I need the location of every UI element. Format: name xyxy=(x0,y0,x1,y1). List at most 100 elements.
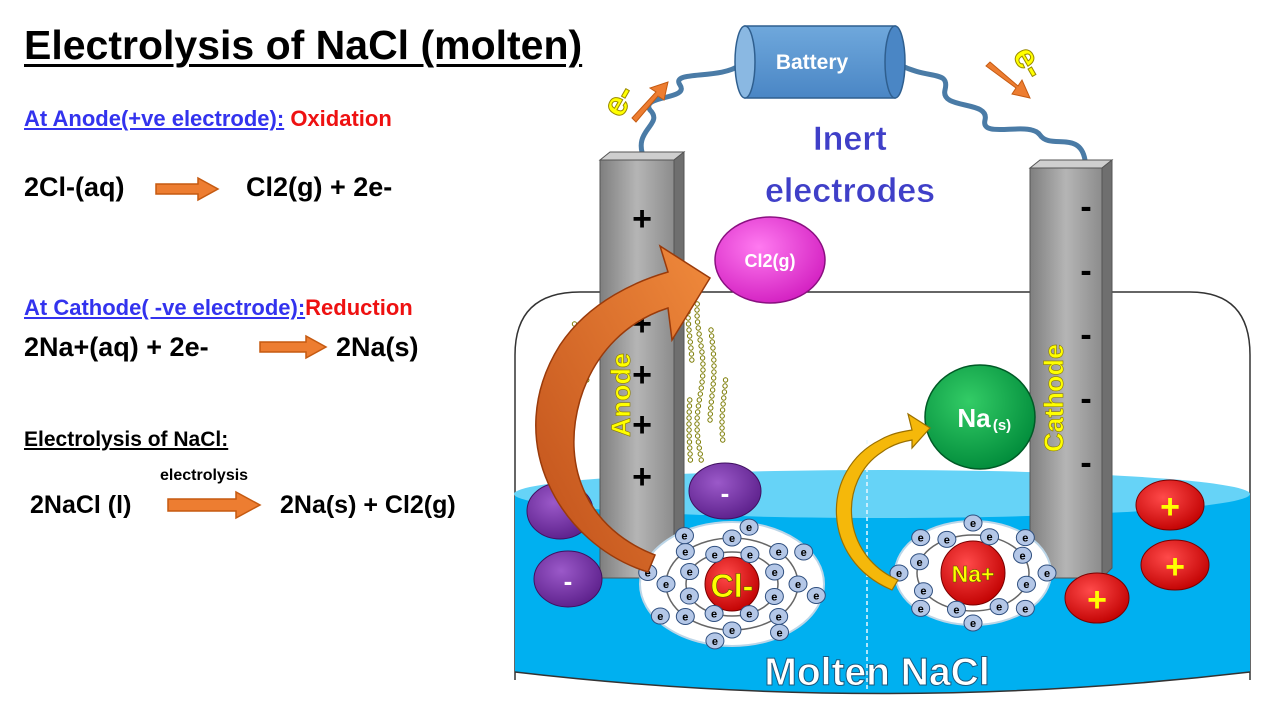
electron-icon: e xyxy=(650,607,670,625)
cathode-sign: - xyxy=(1080,188,1091,226)
gas-bubble xyxy=(709,393,715,399)
gas-bubble xyxy=(686,433,692,439)
electron-icon: e xyxy=(770,623,790,641)
gas-bubble xyxy=(720,437,726,443)
molten-nacl-label: Molten NaCl xyxy=(764,651,989,694)
battery: Battery xyxy=(734,25,906,99)
inert-electrodes-line2: electrodes xyxy=(765,172,935,210)
electron-icon: e xyxy=(910,553,930,571)
cation-sodium: + xyxy=(1135,479,1205,531)
electron-left-arrow-icon xyxy=(631,81,669,123)
anode-equation-right: Cl2(g) + 2e- xyxy=(246,172,393,202)
gas-bubble xyxy=(687,451,693,457)
anode-sign: + xyxy=(632,356,652,394)
gas-bubble xyxy=(722,383,728,389)
electron-right-label: e- xyxy=(1005,40,1053,85)
page-title: Electrolysis of NaCl (molten) xyxy=(24,22,583,68)
svg-text:e: e xyxy=(686,591,692,603)
gas-bubble xyxy=(711,363,717,369)
cathode-heading: At Cathode( -ve electrode):Reduction xyxy=(24,295,413,321)
gas-bubble xyxy=(710,345,716,351)
svg-text:e: e xyxy=(747,550,753,562)
electron-icon: e xyxy=(989,598,1009,616)
gas-bubble xyxy=(710,351,717,357)
gas-bubble xyxy=(694,307,700,313)
electron-icon: e xyxy=(656,575,676,593)
gas-bubble xyxy=(694,409,701,415)
overall-equation-left: 2NaCl (l) xyxy=(30,491,132,519)
gas-bubble xyxy=(696,445,702,451)
anion-sign: - xyxy=(564,566,573,596)
svg-text:e: e xyxy=(918,603,924,615)
cation-sign: + xyxy=(1087,581,1107,619)
svg-text:e: e xyxy=(712,636,718,648)
gas-bubble xyxy=(686,327,692,333)
cathode-sign: - xyxy=(1080,444,1091,482)
anion-chloride: - xyxy=(533,550,603,608)
electron-flow-right: e- xyxy=(985,39,1054,99)
svg-text:e: e xyxy=(916,557,922,569)
svg-text:e: e xyxy=(681,531,687,543)
cathode-equation-left: 2Na+(aq) + 2e- xyxy=(24,332,209,362)
electron-icon: e xyxy=(889,564,909,582)
svg-text:e: e xyxy=(776,612,782,624)
svg-text:e: e xyxy=(729,533,735,545)
overall-reaction-arrow-icon xyxy=(167,490,262,520)
gas-bubble xyxy=(687,339,693,345)
gas-bubble xyxy=(698,457,704,463)
gas-bubble xyxy=(711,357,717,363)
electron-icon: e xyxy=(764,587,784,605)
svg-text:e: e xyxy=(801,547,807,559)
gas-bubble xyxy=(686,427,692,433)
gas-bubble xyxy=(719,425,725,431)
svg-text:e: e xyxy=(795,579,801,591)
electron-icon: e xyxy=(722,621,742,639)
cathode-electrode: - - - - - Cathode xyxy=(1028,158,1114,580)
gas-bubble xyxy=(698,343,704,349)
gas-bubble xyxy=(687,397,693,403)
electron-icon: e xyxy=(1037,564,1057,582)
na-state-label: (s) xyxy=(993,417,1011,434)
svg-text:e: e xyxy=(813,591,819,603)
anode-heading-process: Oxidation xyxy=(290,106,392,131)
gas-bubble xyxy=(708,327,714,333)
svg-text:e: e xyxy=(776,546,782,558)
gas-bubble xyxy=(699,355,706,361)
svg-text:e: e xyxy=(970,518,976,530)
gas-bubble xyxy=(719,407,726,413)
gas-bubble xyxy=(719,431,725,437)
gas-bubble xyxy=(721,395,727,401)
gas-bubble xyxy=(699,373,706,379)
overall-heading: Electrolysis of NaCl: xyxy=(24,428,229,451)
svg-text:e: e xyxy=(996,602,1002,614)
electron-icon: e xyxy=(765,563,785,581)
electron-icon: e xyxy=(705,632,725,650)
cation-sign: + xyxy=(1160,488,1180,526)
gas-bubble xyxy=(708,405,714,411)
na-label: Na xyxy=(957,403,991,433)
anode-sign: + xyxy=(632,458,652,496)
gas-bubble xyxy=(707,411,714,417)
electron-icon: e xyxy=(705,545,725,563)
sodium-ion-to-sodium-arrow-icon xyxy=(835,412,931,591)
inert-electrodes-line1: Inert xyxy=(813,120,887,158)
gas-bubble xyxy=(694,313,700,319)
svg-text:e: e xyxy=(772,567,778,579)
cathode-heading-label: At Cathode( -ve electrode): xyxy=(24,295,306,320)
gas-bubble xyxy=(708,333,715,339)
electron-icon: e xyxy=(913,582,933,600)
anion-chloride: - xyxy=(688,462,762,520)
electron-icon: e xyxy=(911,599,931,617)
electron-icon: e xyxy=(739,518,759,536)
cation-sodium: + xyxy=(1064,572,1130,624)
battery-label: Battery xyxy=(776,51,849,74)
cathode-reaction-arrow-icon xyxy=(259,334,328,360)
gas-bubble xyxy=(685,321,692,327)
electron-icon: e xyxy=(788,575,808,593)
gas-bubble xyxy=(707,417,713,423)
cation-sign: + xyxy=(1165,548,1185,586)
cathode-sign: - xyxy=(1080,316,1091,354)
